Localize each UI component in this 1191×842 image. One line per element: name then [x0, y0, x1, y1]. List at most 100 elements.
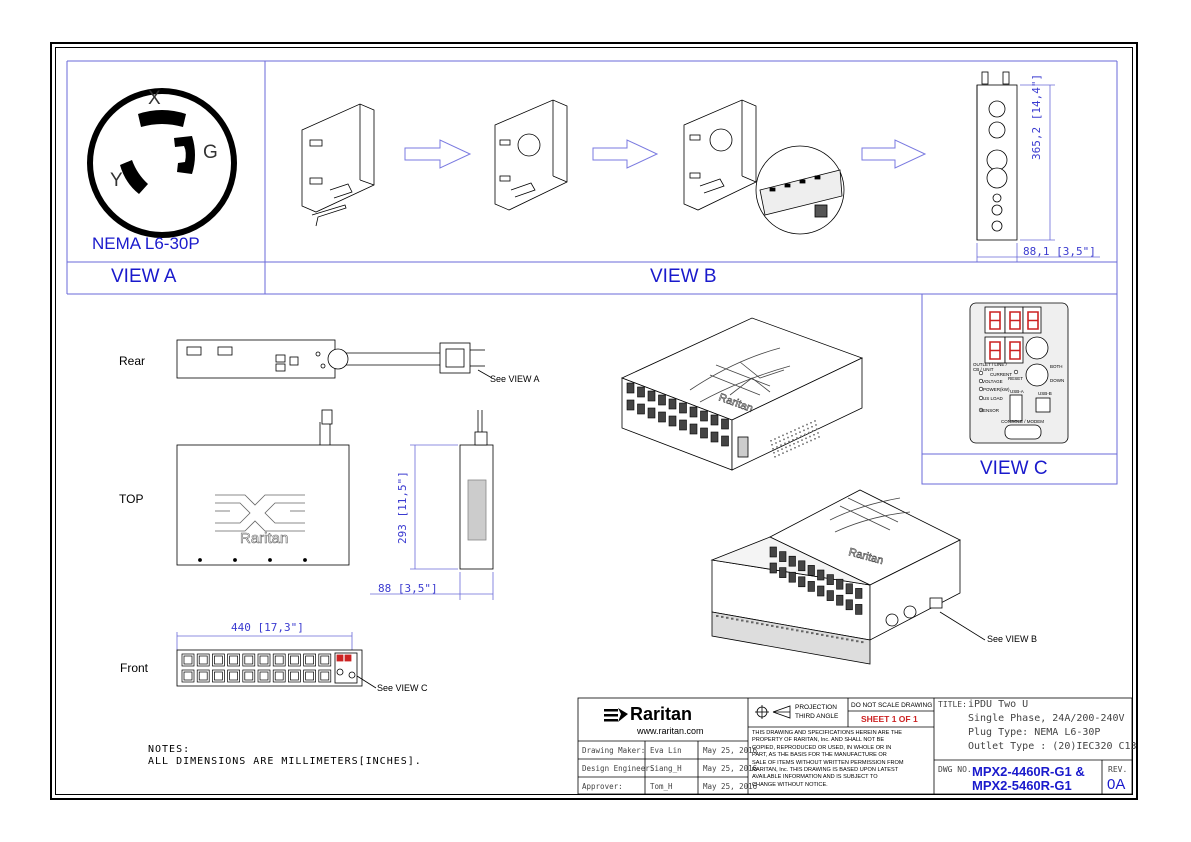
view-a-label: VIEW A: [111, 266, 177, 287]
rail-hole: [826, 634, 829, 637]
rail-hole: [806, 631, 809, 634]
iso-outlet: [798, 576, 806, 588]
outlet-c13: [272, 669, 286, 683]
front-label: Front: [120, 661, 149, 675]
outlet-c13: [257, 669, 271, 683]
vent-slot: [779, 440, 781, 442]
vent-slot: [793, 443, 795, 445]
rail-hole: [781, 626, 784, 629]
vent-slot: [814, 438, 816, 440]
rail-hole: [856, 640, 859, 643]
vent-slot: [800, 435, 802, 437]
iso-outlet: [710, 431, 719, 443]
outlet-c13: [288, 669, 301, 683]
disclaimer-line: RARITAN, Inc. THIS DRAWING IS BASED UPON…: [752, 767, 899, 774]
disclaimer-line: PROPERTY OF RARITAN, Inc. AND SHALL NOT …: [752, 737, 885, 744]
rail-hole: [801, 630, 804, 633]
outlet-c13: [242, 669, 256, 683]
vent-slot: [808, 431, 810, 434]
iso-outlet: [836, 578, 844, 590]
top-label: TOP: [119, 492, 144, 506]
vent-slot: [786, 432, 788, 435]
vent-slot: [798, 427, 800, 429]
vent-slot: [784, 442, 786, 445]
outlet-c13: [272, 653, 286, 667]
panel-led: [978, 370, 984, 376]
vent-slot: [802, 443, 804, 445]
view-b-label: VIEW B: [650, 266, 717, 287]
iso-outlet: [647, 407, 656, 419]
approval-role: Approver:: [582, 782, 623, 791]
vent-slot: [777, 450, 779, 452]
disclaimer-text: THIS DRAWING AND SPECIFICATIONS HEREIN A…: [752, 730, 904, 789]
drawing-frame-outer: [50, 42, 1138, 800]
vent-slot: [782, 452, 784, 454]
outlet-c13: [227, 669, 240, 683]
vent-slot: [788, 440, 790, 443]
disclaimer-line: SALE OF ITEMS WITHOUT WRITTEN PERMISSION…: [752, 759, 904, 766]
rail-hole: [796, 629, 799, 632]
iso-outlet: [798, 560, 806, 572]
rail-hole: [821, 633, 824, 636]
dwg-no-label: DWG NO.: [938, 765, 972, 774]
vent-slot: [775, 442, 777, 444]
vent-slot: [805, 437, 807, 440]
iso-outlet: [658, 411, 666, 423]
panel-us-load-label: US LOAD: [983, 396, 1003, 401]
vent-slot: [785, 446, 787, 449]
iso-outlet: [668, 415, 677, 427]
vent-slot: [774, 456, 776, 458]
title-label: TITLE:: [938, 700, 967, 709]
vent-slot: [801, 439, 803, 441]
approval-date: May 25, 2016: [703, 782, 758, 791]
iso-outlet: [637, 403, 645, 415]
vent-slot: [789, 444, 791, 447]
nema-plug-face: [87, 88, 237, 238]
rev-label: REV.: [1108, 765, 1128, 774]
outlet-c13: [227, 653, 240, 667]
vent-slot: [804, 433, 806, 436]
sheet-label: SHEET 1 OF 1: [861, 714, 918, 724]
panel-console-label: CONSOLE / MODEM: [1001, 419, 1045, 424]
title-block-logo: Raritan: [630, 704, 693, 724]
dimension-depth: 293 [11,5"]: [396, 471, 409, 544]
plug-pin-y: Y: [110, 170, 123, 191]
dimension-height-view-b: 365,2 [14,4"]: [1030, 73, 1043, 160]
panel-led: [978, 407, 984, 413]
vent-slot: [774, 438, 776, 440]
title-block-url: www.raritan.com: [637, 726, 704, 736]
vent-slot: [810, 422, 812, 424]
panel-usb-a-label: USB-A: [1010, 389, 1024, 394]
iso-outlet: [779, 551, 787, 562]
iso-outlet: [658, 394, 666, 406]
dimension-side-width: 88 [3,5"]: [378, 582, 438, 595]
title-line: Single Phase, 24A/200-240V: [968, 713, 1125, 724]
panel-current-label: CURRENT: [990, 372, 1012, 377]
vent-slot: [813, 434, 815, 436]
rail-hole: [746, 620, 749, 623]
rail-hole: [721, 615, 724, 618]
iso-outlet: [721, 418, 729, 430]
plug-pin-x: X: [148, 88, 161, 109]
raritan-logo-mark: [604, 708, 628, 722]
iso-outlet: [769, 546, 777, 558]
rail-hole: [731, 617, 734, 620]
dimension-width-view-b: 88,1 [3,5"]: [1023, 245, 1096, 258]
panel-reset-label: RESET: [1008, 376, 1024, 381]
vent-slot: [778, 436, 780, 438]
seven-segment-digit: [1009, 341, 1021, 360]
iso-outlet: [679, 419, 687, 431]
approval-name: Eva Lin: [650, 746, 682, 755]
iso-outlet: [626, 399, 635, 411]
vent-slot: [790, 431, 792, 433]
vent-slot: [783, 438, 785, 441]
panel-usb-b-label: USB-B: [1038, 391, 1052, 396]
iso-outlet: [817, 569, 825, 581]
vent-slot: [818, 436, 820, 438]
iso-outlet: [700, 410, 708, 422]
iso-outlet: [637, 386, 645, 398]
third-angle-label: THIRD ANGLE: [795, 713, 839, 720]
seven-segment-digit: [989, 311, 1001, 330]
vent-slot: [807, 427, 809, 430]
